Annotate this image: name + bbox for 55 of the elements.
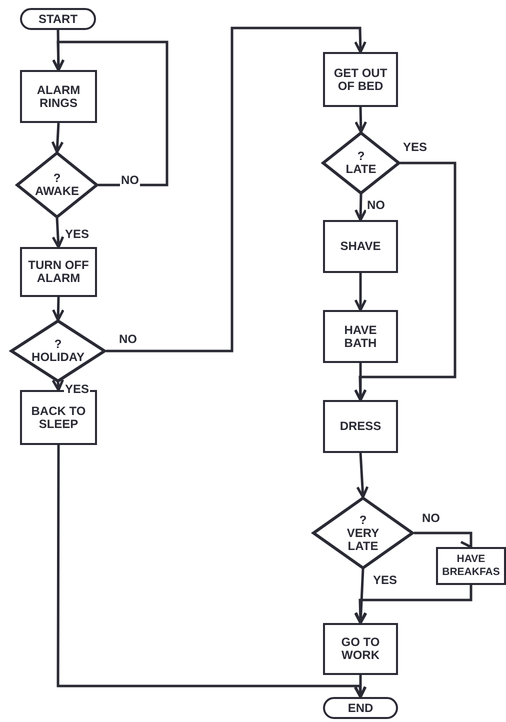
node-text: ALARM RINGS xyxy=(36,84,82,110)
edge-label: NO xyxy=(118,333,138,346)
edge-label: NO xyxy=(366,199,386,212)
edge-label: YES xyxy=(372,574,398,587)
node-text: START xyxy=(38,12,78,26)
node-text: TURN OFF ALARM xyxy=(28,259,89,285)
process-box xyxy=(323,400,398,453)
node-text: BACK TO SLEEP xyxy=(30,404,87,430)
edge-label: NO xyxy=(120,174,140,187)
decision-diamond xyxy=(312,497,414,569)
decision-diamond xyxy=(322,132,400,194)
terminal-box xyxy=(20,8,96,30)
decision-diamond xyxy=(10,320,106,382)
node-text: HAVE BREAKFAS xyxy=(441,553,501,579)
node-text: END xyxy=(348,702,374,714)
arrow xyxy=(106,26,367,352)
process-box xyxy=(323,220,398,273)
arrow xyxy=(51,122,64,154)
process-box xyxy=(323,52,398,107)
node-text: ? xyxy=(357,150,365,163)
node-text: GET OUT OF BED xyxy=(332,66,388,92)
process-box xyxy=(323,310,398,363)
node-text: AWAKE xyxy=(34,185,79,198)
process-box xyxy=(436,547,506,585)
arrow xyxy=(354,675,367,698)
edge-label: YES xyxy=(64,383,90,396)
node-text: ? xyxy=(54,338,62,351)
node-text: ? xyxy=(359,514,367,526)
node-text: VERY LATE xyxy=(346,526,380,552)
node-text: HAVE BATH xyxy=(343,324,378,350)
arrow xyxy=(52,378,64,392)
node-text: GO TO WORK xyxy=(340,636,381,662)
arrow xyxy=(52,296,64,322)
arrow xyxy=(52,218,64,248)
process-box xyxy=(323,623,398,675)
node-text: LATE xyxy=(346,163,376,176)
arrow xyxy=(356,452,369,498)
edge-label: NO xyxy=(421,512,441,525)
arrow xyxy=(354,363,367,402)
arrow xyxy=(354,568,368,624)
arrow xyxy=(52,40,168,186)
node-text: ? xyxy=(53,172,61,185)
terminal-box xyxy=(323,697,398,719)
node-text: DRESS xyxy=(340,420,382,433)
arrow xyxy=(354,273,367,312)
node-text: SHAVE xyxy=(340,240,381,253)
edge-label: YES xyxy=(402,141,428,154)
arrow xyxy=(354,194,367,222)
arrow xyxy=(354,106,368,134)
decision-diamond xyxy=(16,152,98,218)
edge-label: YES xyxy=(64,228,90,241)
node-text: HOLIDAY xyxy=(32,351,84,364)
process-box xyxy=(20,247,97,297)
process-box xyxy=(20,70,97,123)
arrow xyxy=(354,585,472,624)
